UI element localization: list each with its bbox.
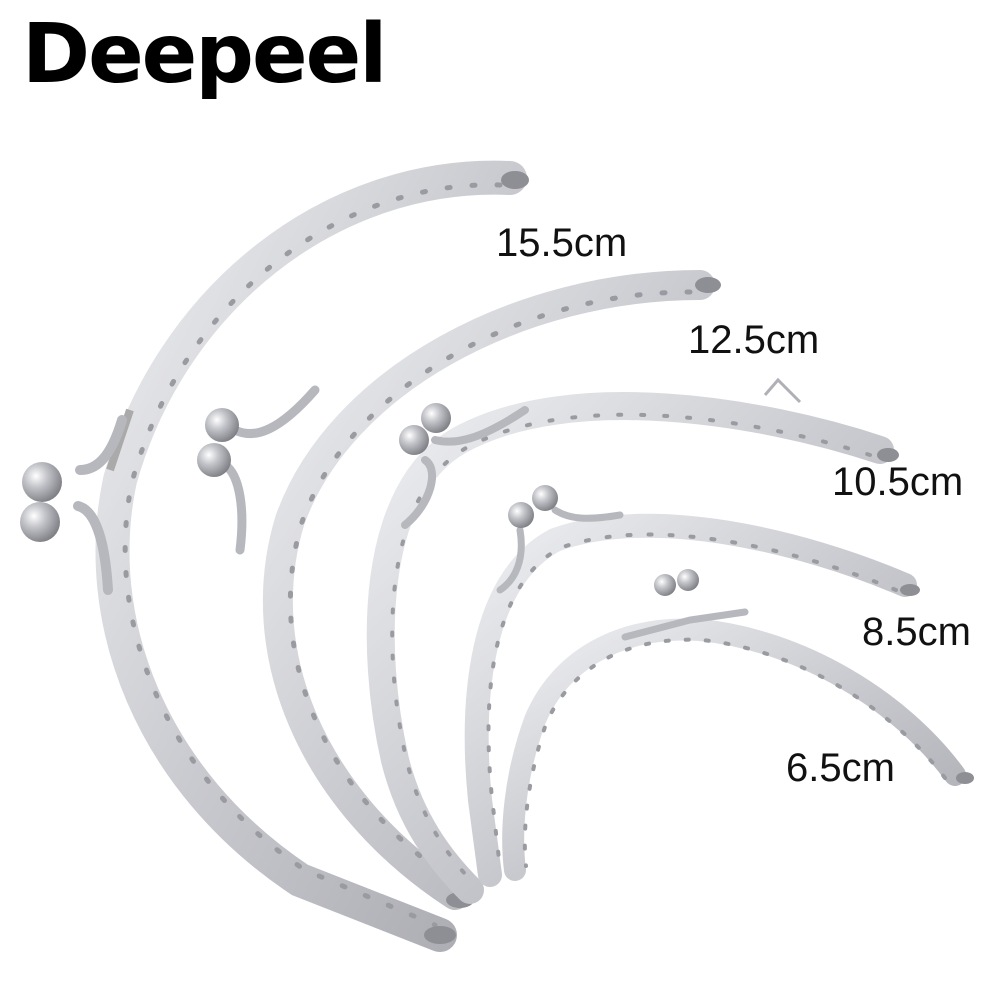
frame-8-5cm xyxy=(464,485,920,887)
size-label-6-5cm: 6.5cm xyxy=(786,746,895,790)
brand-logo: Deepeel xyxy=(22,7,387,102)
frame-15-5cm xyxy=(20,160,529,952)
size-label-8-5cm: 8.5cm xyxy=(862,610,971,654)
frame-10-5cm xyxy=(366,377,899,904)
size-label-12-5cm: 12.5cm xyxy=(688,318,820,362)
frame-12-5cm xyxy=(197,270,721,910)
size-label-10-5cm: 10.5cm xyxy=(832,460,964,504)
size-label-15-5cm: 15.5cm xyxy=(496,221,628,265)
frame-6-5cm xyxy=(502,569,974,881)
